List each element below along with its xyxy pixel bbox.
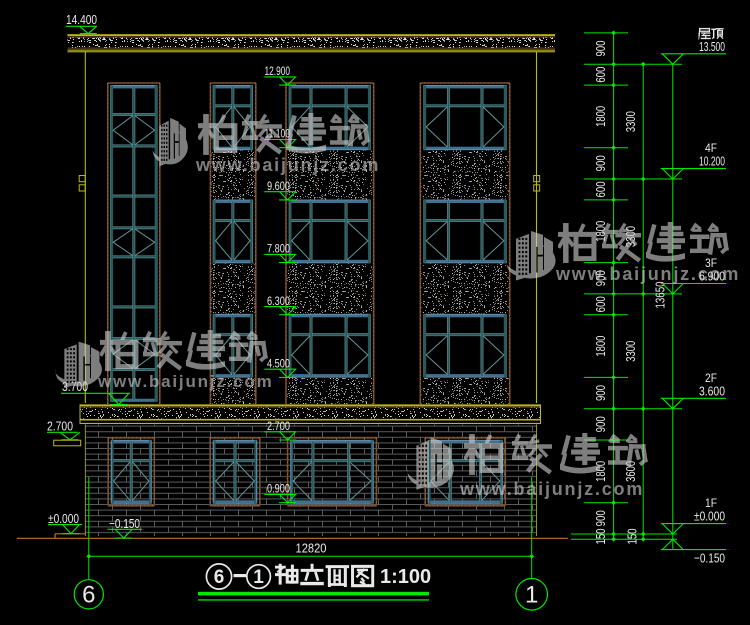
svg-text:±0.000: ±0.000 (48, 511, 79, 526)
svg-text:600: 600 (594, 67, 608, 83)
svg-text:1800: 1800 (594, 221, 608, 242)
svg-text:1800: 1800 (594, 336, 608, 357)
svg-text:3300: 3300 (624, 111, 638, 132)
svg-text:www.baijunjz.com: www.baijunjz.com (97, 372, 274, 391)
svg-text:1:100: 1:100 (380, 566, 431, 588)
svg-text:900: 900 (594, 416, 608, 432)
svg-text:900: 900 (594, 385, 608, 401)
svg-text:900: 900 (594, 510, 608, 526)
svg-text:7.800: 7.800 (267, 242, 290, 256)
svg-text:6: 6 (214, 567, 225, 588)
svg-text:±0.000: ±0.000 (694, 509, 725, 524)
svg-text:600: 600 (594, 181, 608, 197)
svg-text:www.baijunjz.com: www.baijunjz.com (195, 155, 380, 175)
svg-text:150: 150 (626, 528, 640, 544)
svg-text:3.600: 3.600 (699, 383, 725, 398)
svg-text:3F: 3F (705, 256, 717, 270)
svg-text:6.300: 6.300 (267, 294, 290, 308)
svg-text:12820: 12820 (296, 541, 327, 556)
svg-text:1: 1 (525, 582, 538, 609)
svg-text:1F: 1F (705, 496, 717, 510)
svg-text:4F: 4F (705, 141, 717, 155)
svg-text:−0.150: −0.150 (109, 516, 140, 531)
svg-text:13650: 13650 (654, 281, 668, 308)
svg-text:12.900: 12.900 (265, 64, 291, 78)
svg-text:6: 6 (82, 582, 95, 609)
svg-text:900: 900 (594, 155, 608, 171)
svg-text:1: 1 (253, 567, 264, 588)
svg-text:900: 900 (594, 41, 608, 57)
svg-text:www.baijunjz.com: www.baijunjz.com (459, 479, 644, 499)
svg-text:2.700: 2.700 (267, 419, 290, 433)
svg-text:9.600: 9.600 (267, 179, 290, 193)
svg-text:0.900: 0.900 (267, 482, 290, 496)
svg-text:900: 900 (594, 270, 608, 286)
svg-text:1800: 1800 (594, 106, 608, 127)
svg-text:2.700: 2.700 (47, 419, 73, 434)
svg-text:14.400: 14.400 (66, 12, 97, 27)
svg-text:3300: 3300 (624, 341, 638, 362)
svg-text:2F: 2F (705, 371, 717, 385)
svg-text:6.900: 6.900 (699, 269, 725, 284)
svg-text:www.baijunjz.com: www.baijunjz.com (555, 264, 740, 284)
svg-text:150: 150 (594, 528, 608, 544)
svg-text:10.200: 10.200 (699, 154, 725, 169)
svg-text:−0.150: −0.150 (694, 551, 725, 566)
svg-text:600: 600 (594, 296, 608, 312)
svg-text:13.500: 13.500 (699, 39, 725, 54)
svg-text:4.500: 4.500 (267, 356, 290, 370)
